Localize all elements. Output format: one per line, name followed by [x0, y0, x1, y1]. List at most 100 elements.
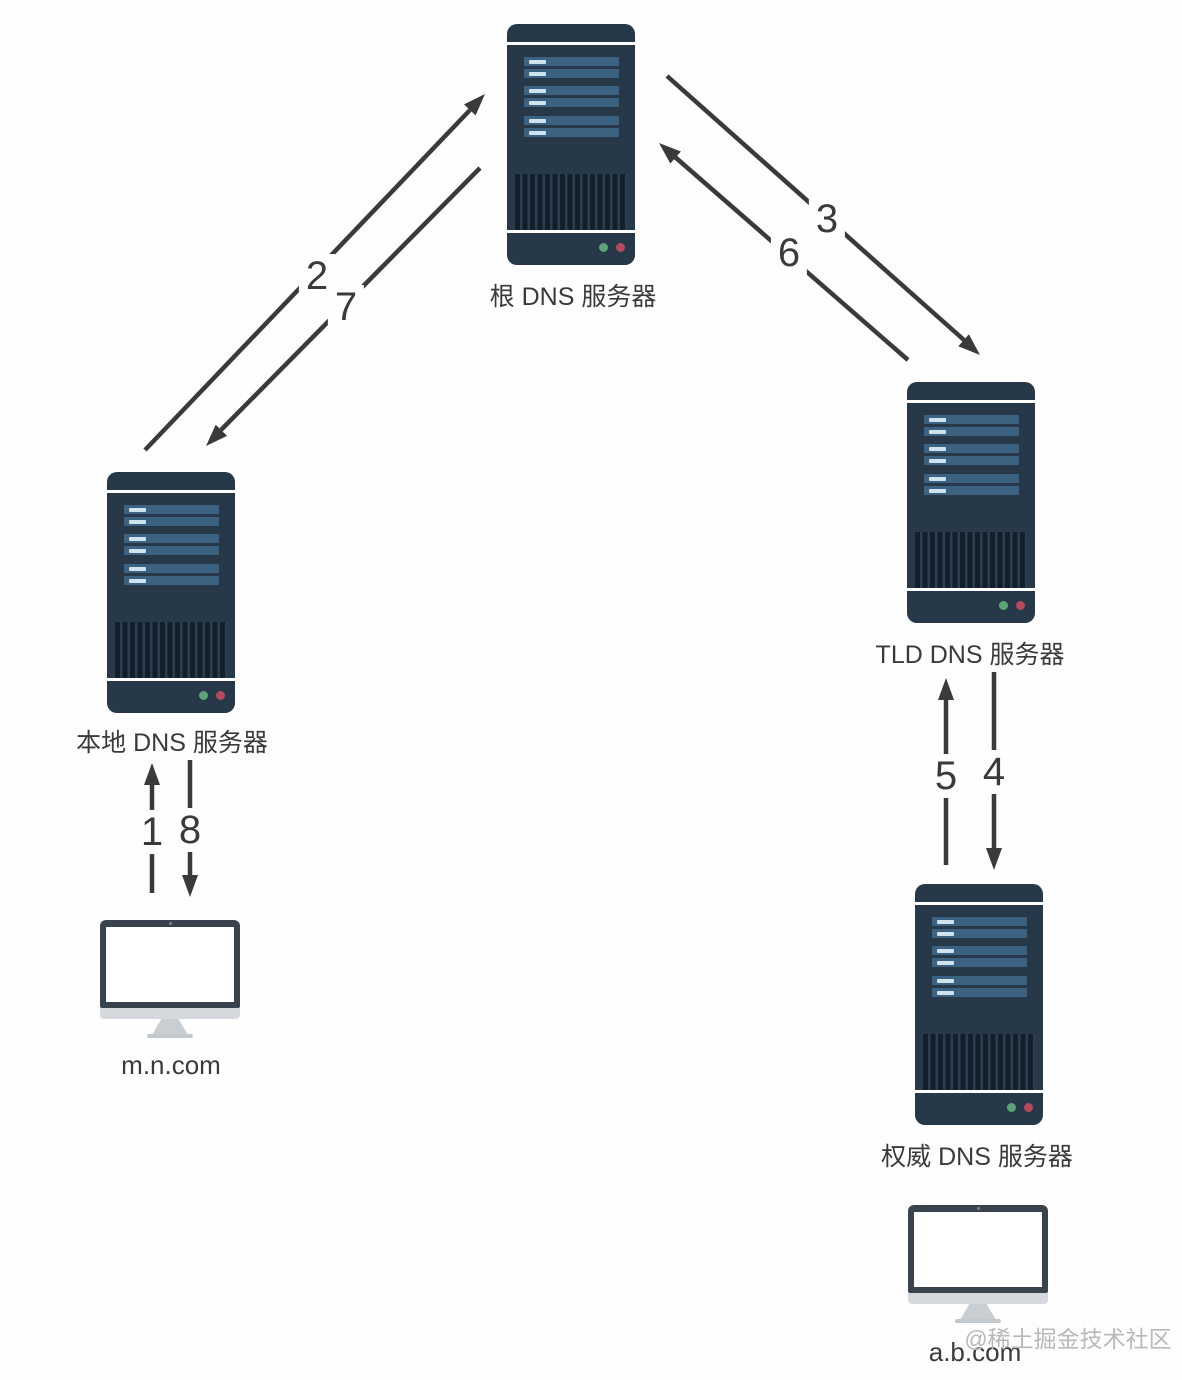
drive-bay	[124, 534, 219, 543]
status-light-red-icon	[1024, 1103, 1033, 1112]
drive-light	[937, 960, 954, 965]
server-vent-icon	[915, 532, 1027, 588]
server-divider	[507, 230, 635, 233]
drive-light	[937, 948, 954, 953]
server-icon	[107, 472, 235, 713]
drive-bay	[124, 576, 219, 585]
drive-light	[529, 130, 546, 135]
node-target-computer	[908, 1205, 1048, 1323]
server-divider	[915, 1090, 1043, 1093]
monitor-stand	[152, 1019, 188, 1035]
drive-light	[529, 118, 546, 123]
arrowhead-upright-icon	[464, 94, 485, 116]
drive-light	[529, 59, 546, 64]
drive-bay	[924, 427, 1019, 436]
arrowhead-down-icon	[182, 875, 198, 897]
drive-light	[129, 566, 146, 571]
computer-icon	[100, 920, 240, 1038]
drive-bay	[924, 486, 1019, 495]
monitor-screen	[914, 1212, 1042, 1287]
status-light-red-icon	[616, 243, 625, 252]
node-label-client-host: m.n.com	[121, 1050, 221, 1080]
computer-icon	[908, 1205, 1048, 1323]
server-vent-icon	[515, 174, 627, 230]
status-light-red-icon	[1016, 601, 1025, 610]
status-light-green-icon	[199, 691, 208, 700]
camera-icon	[976, 1207, 980, 1210]
step-label-4: 4	[975, 750, 1013, 794]
drive-bay	[932, 988, 1027, 997]
drive-bay	[932, 946, 1027, 955]
arrowhead-down-icon	[986, 848, 1002, 870]
arrowhead-up-icon	[938, 678, 954, 700]
drive-bay	[124, 564, 219, 573]
step-label-3: 3	[808, 197, 846, 241]
server-divider	[107, 678, 235, 681]
drive-light	[129, 548, 146, 553]
server-drive-bays	[932, 917, 1027, 998]
drive-light	[937, 931, 954, 936]
node-label-root-dns: 根 DNS 服务器	[489, 283, 657, 311]
status-light-red-icon	[216, 691, 225, 700]
drive-light	[929, 476, 946, 481]
server-divider	[907, 588, 1035, 591]
drive-light	[929, 429, 946, 434]
node-local-dns-server	[107, 472, 235, 713]
server-drive-bays	[124, 505, 219, 586]
drive-bay	[924, 456, 1019, 465]
drive-bay	[124, 517, 219, 526]
step-label-6: 6	[770, 231, 808, 275]
monitor-base	[955, 1319, 1001, 1323]
server-divider	[907, 400, 1035, 403]
step-label-5: 5	[927, 754, 965, 798]
drive-light	[129, 536, 146, 541]
drive-light	[529, 100, 546, 105]
drive-light	[929, 488, 946, 493]
node-label-local-dns: 本地 DNS 服务器	[76, 729, 268, 757]
drive-bay	[524, 57, 619, 66]
drive-light	[129, 519, 146, 524]
drive-bay	[524, 116, 619, 125]
drive-bay	[924, 444, 1019, 453]
monitor-chin	[100, 1008, 240, 1019]
drive-bay	[932, 929, 1027, 938]
node-label-authoritative-dns: 权威 DNS 服务器	[881, 1143, 1073, 1171]
step-label-8: 8	[171, 808, 209, 852]
drive-light	[529, 88, 546, 93]
drive-light	[937, 990, 954, 995]
drive-light	[937, 978, 954, 983]
step-label-1: 1	[133, 810, 171, 854]
server-icon	[507, 24, 635, 265]
monitor-stand	[960, 1304, 996, 1320]
watermark: @稀土掘金技术社区	[964, 1326, 1172, 1352]
node-root-dns-server	[507, 24, 635, 265]
arrowhead-up-icon	[144, 763, 160, 785]
monitor-frame	[908, 1205, 1048, 1293]
server-drive-bays	[524, 57, 619, 138]
status-light-green-icon	[999, 601, 1008, 610]
server-icon	[915, 884, 1043, 1125]
step-label-7: 7	[327, 285, 365, 329]
server-drive-bays	[924, 415, 1019, 496]
drive-light	[937, 919, 954, 924]
server-divider	[915, 902, 1043, 905]
camera-icon	[168, 922, 172, 925]
drive-light	[929, 458, 946, 463]
node-label-tld-dns: TLD DNS 服务器	[875, 641, 1065, 669]
monitor-frame	[100, 920, 240, 1008]
node-label-target-host: a.b.com	[928, 1337, 1022, 1367]
drive-bay	[524, 128, 619, 137]
server-divider	[107, 490, 235, 493]
drive-bay	[924, 474, 1019, 483]
server-vent-icon	[115, 622, 227, 678]
drive-bay	[924, 415, 1019, 424]
node-tld-dns-server	[907, 382, 1035, 623]
drive-bay	[524, 69, 619, 78]
arrowhead-upleft-icon	[659, 143, 681, 164]
drive-bay	[124, 546, 219, 555]
server-icon	[907, 382, 1035, 623]
monitor-base	[147, 1034, 193, 1038]
status-light-green-icon	[1007, 1103, 1016, 1112]
monitor-screen	[106, 927, 234, 1002]
